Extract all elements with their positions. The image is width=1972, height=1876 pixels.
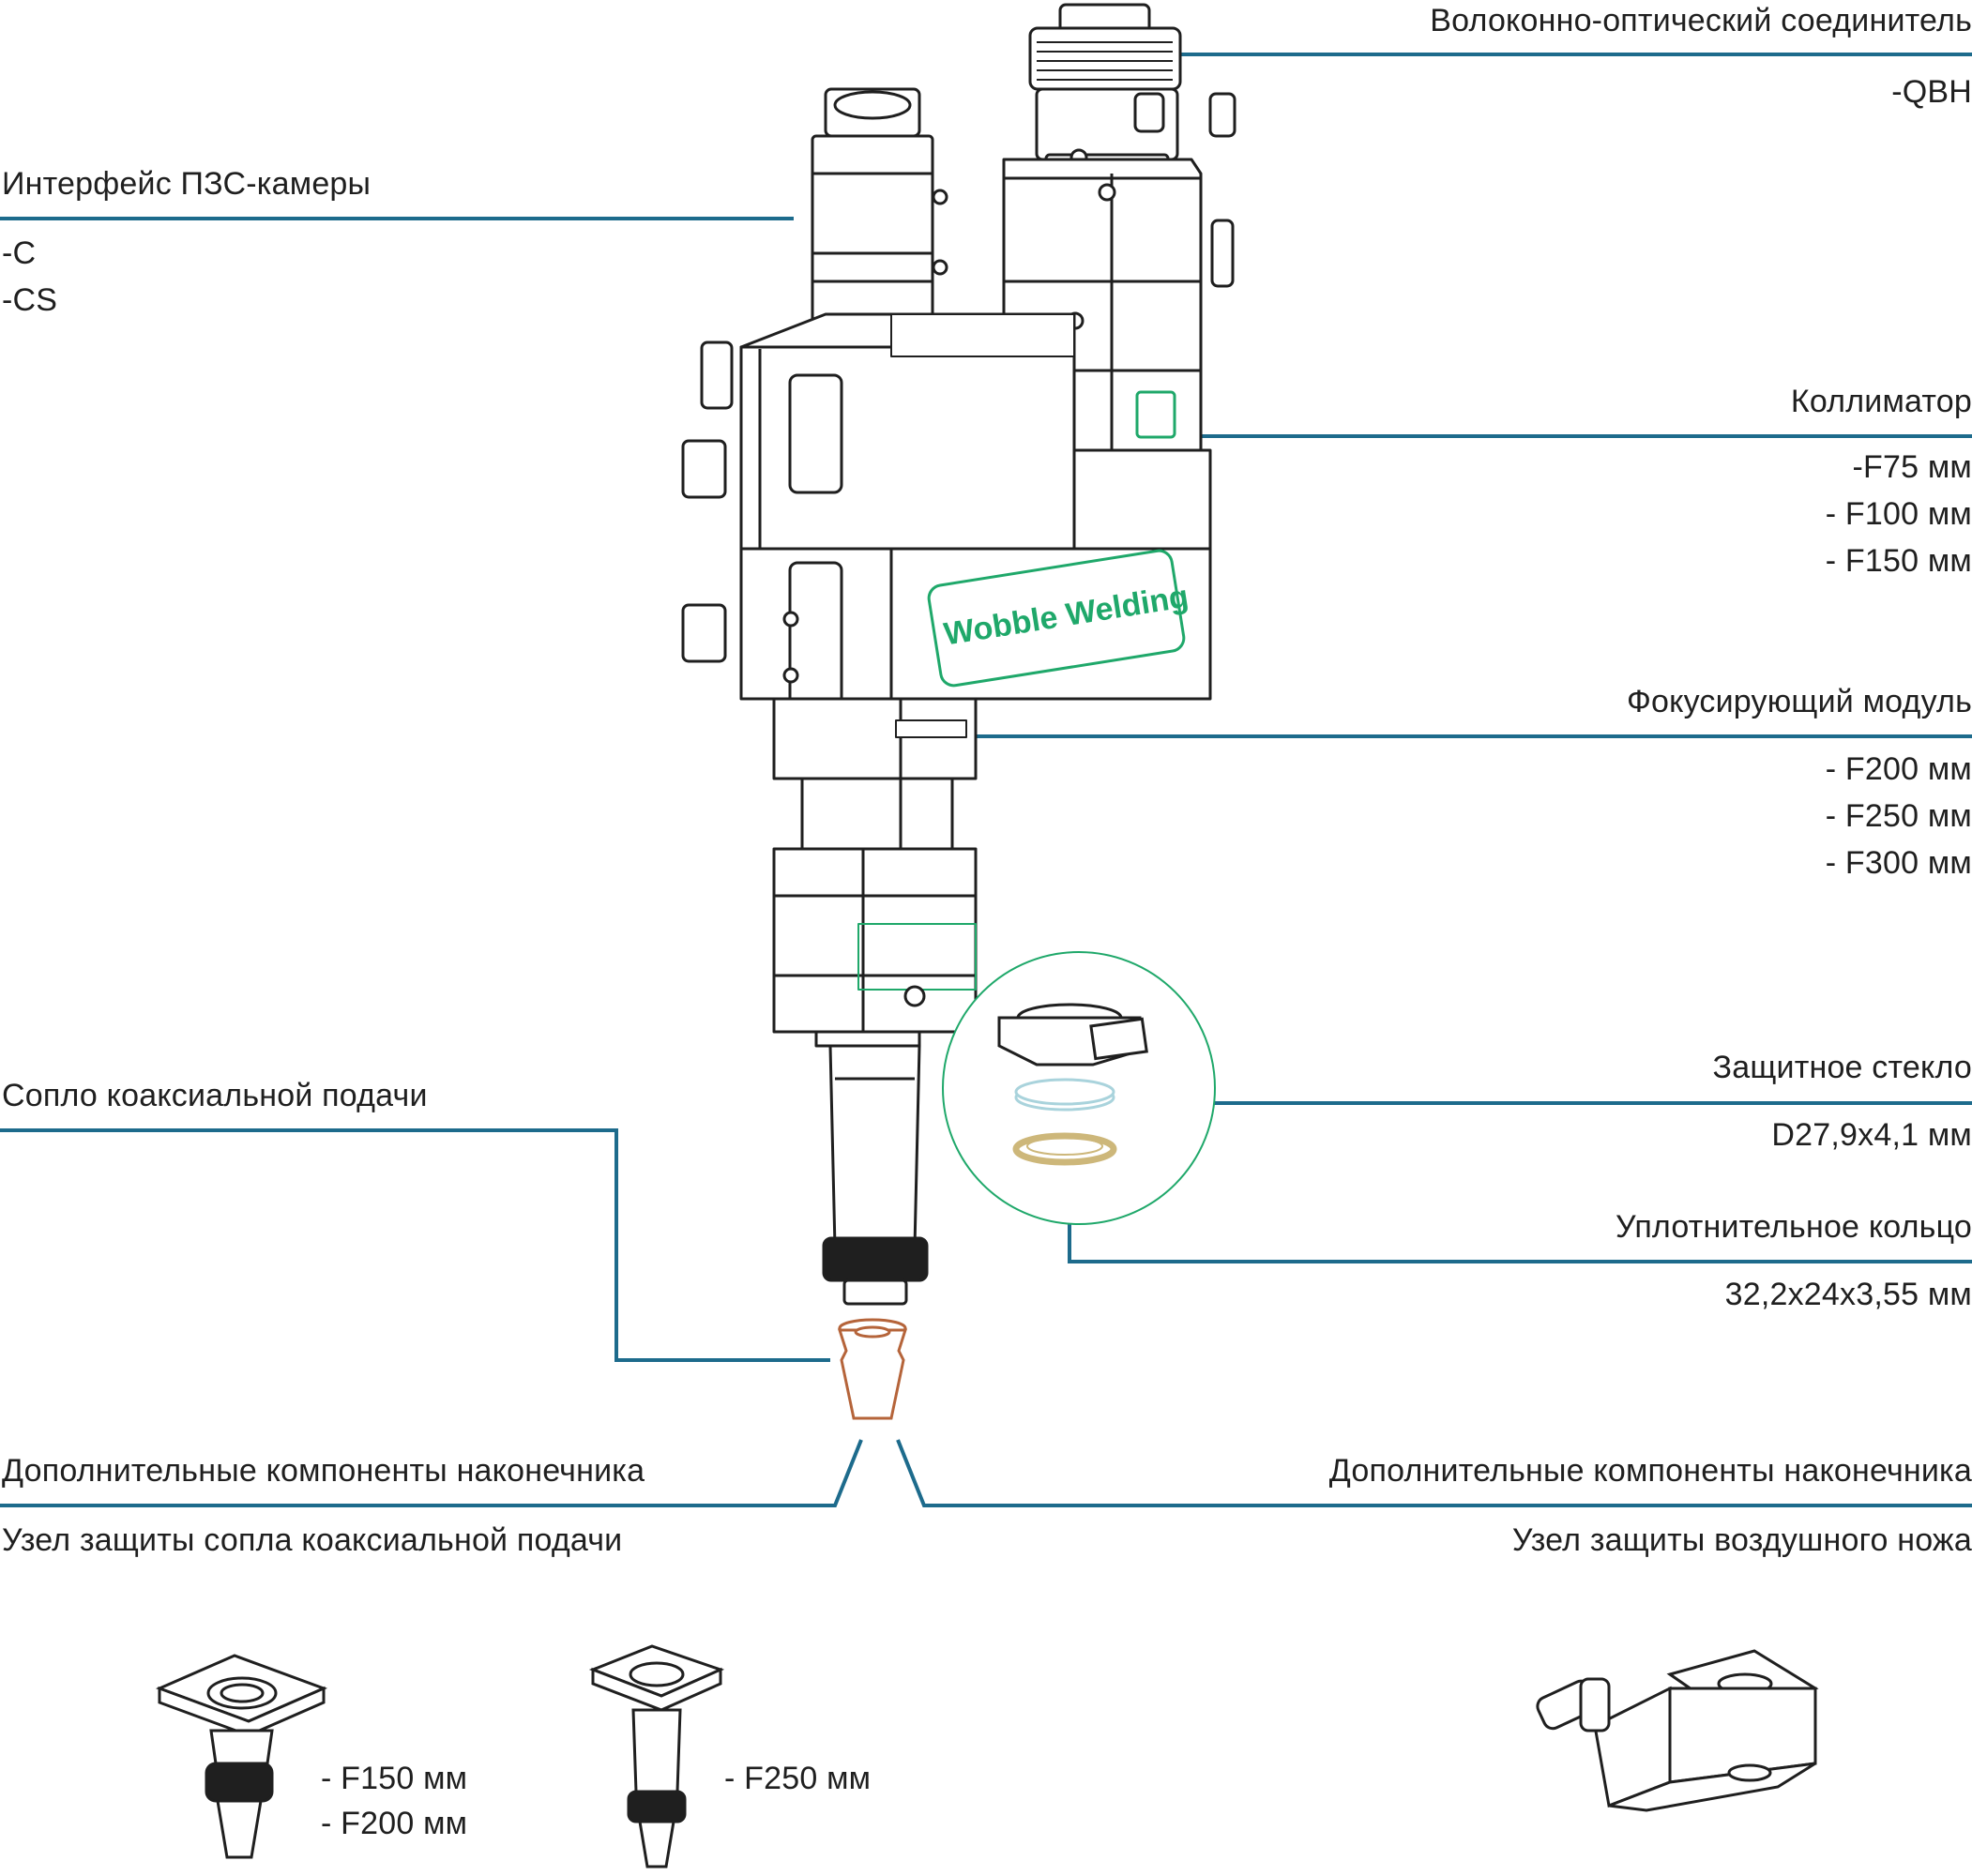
coaxial-nozzle-title: Сопло коаксиальной подачи [2, 1078, 428, 1113]
fiber-connector-title: Волоконно-оптический соединитель [1430, 3, 1972, 38]
air-knife-icon [1536, 1649, 1819, 1812]
variant-a-illustration [155, 1654, 328, 1859]
focus-module-title: Фокусирующий модуль [1626, 684, 1972, 719]
variant-a-option-1: - F150 мм [321, 1761, 468, 1796]
tip-left-title: Дополнительные компоненты наконечника [2, 1453, 645, 1489]
glass-inset [942, 951, 1216, 1225]
variant-b-option-1: - F250 мм [724, 1761, 872, 1796]
leader-tip-right [896, 1439, 1972, 1507]
collimator-option-2: - F100 мм [1825, 496, 1972, 532]
leader-nozzle [0, 1128, 830, 1362]
nozzle-body-part [822, 1044, 929, 1306]
wobble-housing-part [681, 312, 1212, 715]
focus-module-option-1: - F200 мм [1825, 751, 1972, 787]
camera-tube-part [811, 87, 948, 325]
ccd-interface-title: Интерфейс ПЗС-камеры [2, 166, 372, 202]
collimator-option-1: -F75 мм [1852, 449, 1972, 485]
collimator-option-3: - F150 мм [1825, 543, 1972, 579]
welding-head-illustration [681, 3, 1236, 1306]
seal-ring-size: 32,2x24x3,55 мм [1724, 1277, 1972, 1312]
holder-part [997, 1003, 1148, 1067]
focus-module-option-3: - F300 мм [1825, 845, 1972, 881]
tip-left-subtitle: Узел защиты сопла коаксиальной подачи [2, 1522, 623, 1558]
tip-right-title: Дополнительные компоненты наконечника [1328, 1453, 1972, 1489]
fiber-connector-option: -QBH [1891, 74, 1972, 110]
nozzle-icon [837, 1318, 908, 1420]
variant-a-option-2: - F200 мм [321, 1806, 468, 1841]
protective-glass-title: Защитное стекло [1712, 1050, 1972, 1085]
seal-ring-icon [1012, 1132, 1117, 1166]
ccd-interface-option-cs: -CS [2, 282, 58, 318]
focus-column-part [772, 697, 978, 1048]
leader-lines [0, 53, 1972, 1507]
collimator-title: Коллиматор [1790, 384, 1972, 419]
seal-ring-title: Уплотнительное кольцо [1616, 1209, 1972, 1245]
variant-b-illustration [588, 1644, 725, 1868]
tip-right-subtitle: Узел защиты воздушного ножа [1511, 1522, 1972, 1558]
qbh-connector-part [1028, 3, 1182, 180]
ccd-interface-option-c: -C [2, 235, 37, 271]
leader-tip-left [0, 1439, 863, 1507]
protective-glass-icon [1014, 1078, 1115, 1112]
protective-glass-size: D27,9x4,1 мм [1771, 1117, 1972, 1153]
focus-module-option-2: - F250 мм [1825, 798, 1972, 834]
